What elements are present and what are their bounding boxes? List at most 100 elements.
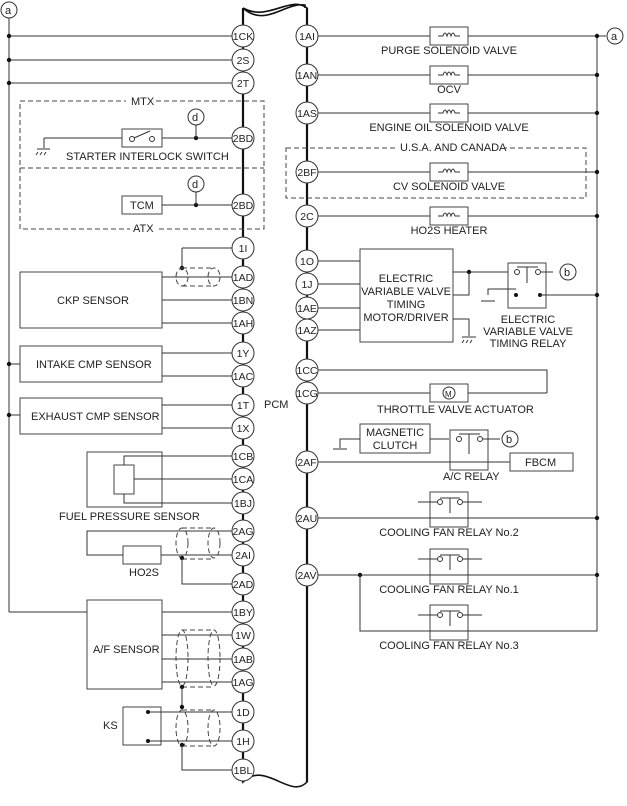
intake-cmp-sensor — [19, 345, 163, 383]
label-ho2s: HO2S — [129, 567, 159, 579]
label-intake-cmp: INTAKE CMP SENSOR — [36, 359, 152, 371]
svg-text:1AI: 1AI — [299, 31, 315, 43]
pin-1O: 1O — [295, 249, 319, 273]
label-fbcm: FBCM — [525, 457, 556, 469]
svg-text:2AV: 2AV — [297, 570, 316, 582]
pin-1BJ: 1BJ — [231, 491, 255, 515]
pin-2AF: 2AF — [295, 450, 319, 474]
pin-1CK: 1CK — [231, 24, 255, 48]
svg-text:1X: 1X — [237, 423, 250, 435]
connector-b-2: b — [501, 430, 519, 448]
pin-2AG: 2AG — [231, 519, 255, 543]
label-cooling-fan1: COOLING FAN RELAY No.1 — [379, 584, 519, 596]
label-exhaust-cmp: EXHAUST CMP SENSOR — [31, 411, 160, 423]
svg-text:1J: 1J — [301, 279, 312, 291]
pin-1I: 1I — [231, 236, 255, 260]
pin-1W: 1W — [231, 623, 255, 647]
connector-a-right: a — [606, 27, 624, 45]
label-fuel-pressure-sensor: FUEL PRESSURE SENSOR — [59, 511, 200, 523]
svg-text:1AG: 1AG — [232, 677, 253, 689]
pcm-label: PCM — [264, 399, 288, 411]
ho2s-box — [122, 545, 162, 565]
svg-text:2BD: 2BD — [233, 200, 254, 212]
cv-box — [429, 162, 469, 182]
purge-box — [429, 26, 469, 46]
pin-1AG: 1AG — [231, 670, 255, 694]
svg-text:M: M — [445, 390, 452, 399]
svg-text:d: d — [192, 179, 198, 191]
connector-b: b — [559, 263, 577, 281]
pin-1CC: 1CC — [295, 358, 319, 382]
svg-text:2AF: 2AF — [297, 457, 316, 469]
label-cooling-fan3: COOLING FAN RELAY No.3 — [379, 640, 519, 652]
ground-icon — [461, 336, 476, 344]
pin-1CA: 1CA — [231, 467, 255, 491]
svg-text:1AE: 1AE — [297, 303, 317, 315]
pin-1CG: 1CG — [295, 381, 319, 405]
svg-text:1O: 1O — [300, 256, 314, 268]
pin-2AU: 2AU — [295, 506, 319, 530]
label-starter-interlock-switch: STARTER INTERLOCK SWITCH — [66, 151, 229, 163]
pin-2AI: 2AI — [231, 543, 255, 567]
pin-1CB: 1CB — [231, 444, 255, 468]
cooling-fan2-relay — [429, 491, 469, 528]
cooling-fan3-relay — [429, 604, 469, 641]
label-cooling-fan2: COOLING FAN RELAY No.2 — [379, 527, 519, 539]
group-mtx: MTX — [131, 96, 155, 108]
svg-text:2AD: 2AD — [233, 579, 254, 591]
svg-text:1CK: 1CK — [233, 31, 253, 43]
label-ks: KS — [103, 720, 118, 732]
pin-2AD: 2AD — [231, 572, 255, 596]
label-throttle: THROTTLE VALVE ACTUATOR — [377, 404, 534, 416]
exhaust-cmp-sensor — [19, 397, 163, 435]
connector-d-2: d — [187, 175, 205, 193]
pin-1H: 1H — [231, 729, 255, 753]
label-ckp-sensor: CKP SENSOR — [57, 295, 129, 307]
fbcm-box — [509, 452, 574, 472]
left-pins: 1CK2S2T2BD2BD1I1AD1BN1AH1Y1AC1T1X1CB1CA1… — [231, 24, 255, 782]
svg-text:1CB: 1CB — [233, 451, 253, 463]
label-purge: PURGE SOLENOID VALVE — [381, 45, 517, 57]
svg-text:2BF: 2BF — [297, 167, 316, 179]
ho2s-heater-box — [429, 206, 469, 226]
pin-1T: 1T — [231, 393, 255, 417]
svg-text:2S: 2S — [237, 55, 250, 67]
label-tcm: TCM — [130, 200, 154, 212]
pin-1AC: 1AC — [231, 364, 255, 388]
pin-2AV: 2AV — [295, 563, 319, 587]
cooling-fan1-relay — [429, 548, 469, 585]
label-engine-oil: ENGINE OIL SOLENOID VALVE — [369, 122, 528, 134]
svg-text:1I: 1I — [239, 243, 248, 255]
pin-1Y: 1Y — [231, 341, 255, 365]
group-usa-canada: U.S.A. AND CANADA — [400, 142, 507, 154]
ckp-sensor — [19, 271, 163, 329]
connector-d: d — [187, 108, 205, 126]
svg-text:1CG: 1CG — [296, 388, 318, 400]
pin-2S: 2S — [231, 48, 255, 72]
label-cv: CV SOLENOID VALVE — [393, 181, 505, 193]
pin-1BY: 1BY — [231, 600, 255, 624]
svg-text:b: b — [506, 434, 512, 446]
pin-1J: 1J — [295, 272, 319, 296]
svg-text:2T: 2T — [237, 78, 250, 90]
magnetic-clutch — [359, 423, 431, 454]
svg-text:1H: 1H — [236, 736, 249, 748]
svg-text:1Y: 1Y — [237, 348, 250, 360]
af-sensor — [86, 599, 163, 690]
pin-1AZ: 1AZ — [295, 318, 319, 342]
svg-text:1AC: 1AC — [233, 371, 254, 383]
pin-2BF: 2BF — [295, 160, 319, 184]
engine-oil-box — [429, 103, 469, 123]
pin-1AE: 1AE — [295, 296, 319, 320]
pin-1BN: 1BN — [231, 288, 255, 312]
group-atx: ATX — [133, 223, 154, 235]
svg-text:1AD: 1AD — [233, 272, 254, 284]
svg-text:1AH: 1AH — [233, 318, 253, 330]
svg-text:1AZ: 1AZ — [297, 325, 317, 337]
svg-text:2AU: 2AU — [297, 513, 317, 525]
